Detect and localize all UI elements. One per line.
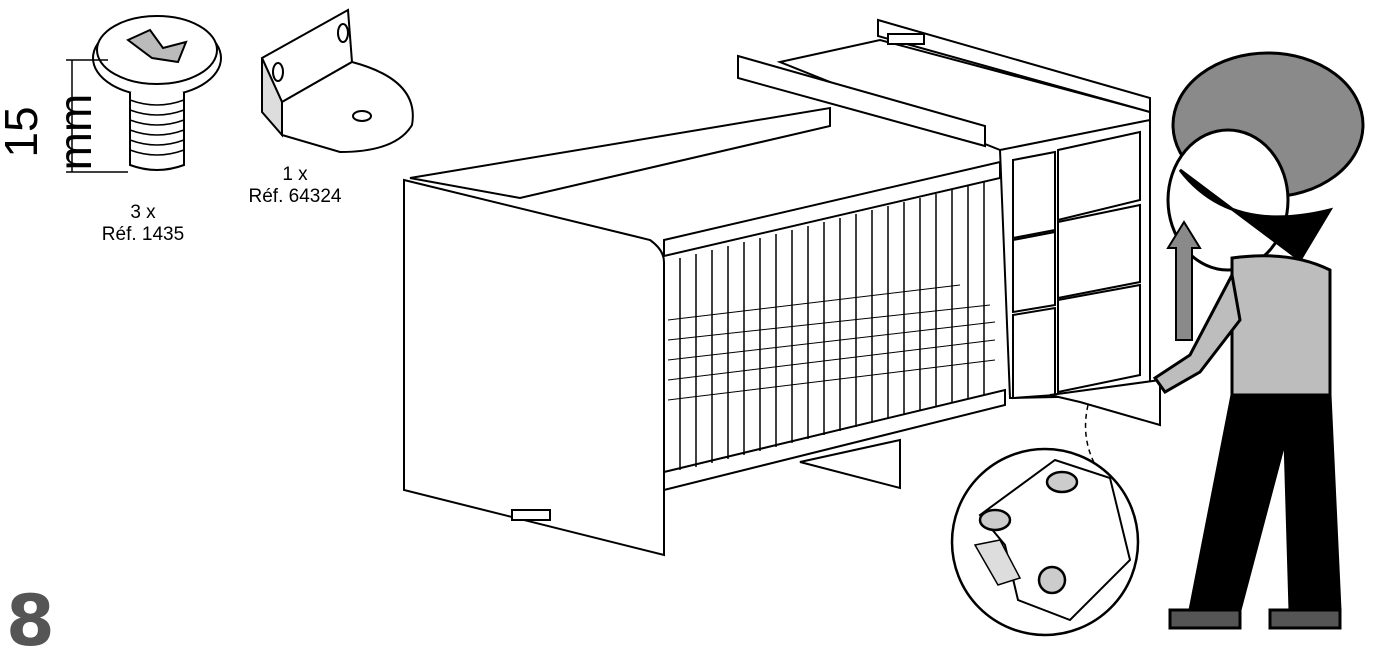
up-arrow-icon [1166, 220, 1202, 341]
screw-quantity: 3 x [130, 202, 156, 223]
screw-part-label: 3 x Réf. 1435 [88, 202, 198, 246]
bracket-quantity: 1 x [282, 164, 308, 185]
crib-drawing [403, 18, 1161, 557]
person-figure [1152, 51, 1365, 630]
step-number: 8 [6, 580, 55, 662]
screw-icon [92, 15, 222, 171]
detail-zoom [950, 447, 1140, 637]
dimension-label: 15 mm [0, 93, 101, 171]
bracket-icon [260, 8, 414, 154]
bracket-part-label: 1 x Réf. 64324 [230, 164, 360, 208]
screw-reference: Réf. 1435 [101, 224, 185, 245]
bracket-reference: Réf. 64324 [248, 186, 342, 207]
dimension-line [66, 59, 128, 173]
